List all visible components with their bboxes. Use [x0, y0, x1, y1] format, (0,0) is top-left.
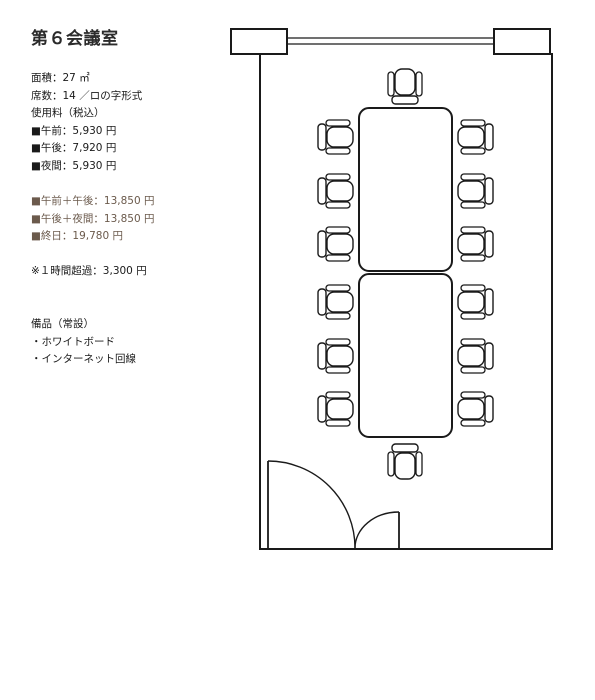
- chair-icon: [317, 119, 354, 155]
- package-prices: ■午前＋午後：13,850 円 ■午後＋夜間：13,850 円 ■終日：19,7…: [31, 193, 155, 246]
- chair-icon: [317, 391, 354, 427]
- chair-icon: [317, 226, 354, 262]
- chair-icon: [458, 174, 493, 208]
- area-text: 面積：27 ㎡: [31, 72, 90, 84]
- chair-icon: [458, 120, 493, 154]
- chair-icon: [388, 69, 422, 104]
- extension-note: ※１時間超過：3,300 円: [31, 263, 147, 281]
- page-title: 第６会議室: [31, 29, 119, 49]
- chair-icon: [458, 392, 493, 426]
- overtime-text: ※１時間超過：3,300 円: [31, 265, 147, 277]
- package-afternoon-evening: ■午後＋夜間：13,850 円: [31, 212, 155, 225]
- equipment-heading: 備品（常設）: [31, 318, 94, 330]
- chair-icon: [388, 444, 422, 479]
- chairs-left: [317, 119, 354, 427]
- fee-afternoon: ■午後：7,920 円: [31, 142, 117, 154]
- fee-heading: 使用料（税込）: [31, 107, 105, 119]
- window-icon: [230, 28, 551, 55]
- chair-icon: [317, 338, 354, 374]
- package-morning-afternoon: ■午前＋午後：13,850 円: [31, 195, 155, 207]
- conference-tables: [358, 107, 453, 438]
- chair-icon: [317, 284, 354, 320]
- seats-text: 席数：14 ／ロの字形式: [31, 89, 143, 102]
- door-icon: [267, 460, 400, 549]
- chairs-right: [458, 120, 493, 426]
- equipment-whiteboard: ・ホワイトボード: [31, 335, 115, 348]
- fee-morning: ■午前：5,930 円: [31, 124, 117, 137]
- chair-icon: [458, 285, 493, 319]
- fee-evening: ■夜間：5,930 円: [31, 159, 117, 172]
- chair-icon: [458, 227, 493, 261]
- room-details: 面積：27 ㎡ 席数：14 ／ロの字形式 使用料（税込） ■午前：5,930 円…: [31, 70, 142, 175]
- equipment-list: 備品（常設） ・ホワイトボード ・インターネット回線: [31, 316, 136, 369]
- chair-icon: [317, 173, 354, 209]
- equipment-internet: ・インターネット回線: [31, 353, 136, 365]
- chair-icon: [458, 339, 493, 373]
- package-full-day: ■終日：19,780 円: [31, 230, 123, 242]
- room-walls: [259, 53, 553, 550]
